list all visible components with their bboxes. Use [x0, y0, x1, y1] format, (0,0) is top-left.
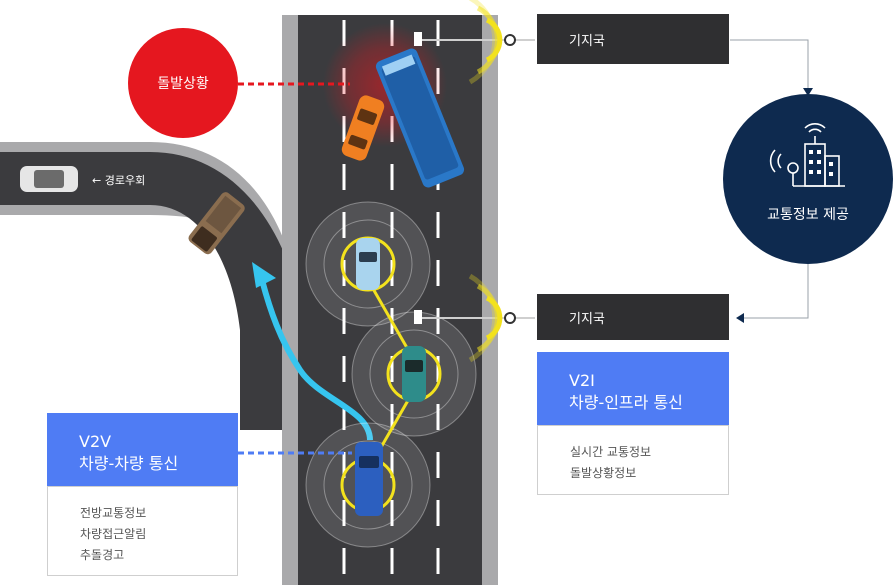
downlink-arrowhead: [736, 313, 744, 323]
base-station-top: 기지국: [537, 14, 729, 64]
v2i-subtitle: 차량-인프라 통신: [569, 393, 683, 412]
building-antenna-icon: [769, 123, 845, 187]
v2v-subtitle: 차량-차량 통신: [79, 454, 179, 473]
v2i-title-box: V2I 차량-인프라 통신: [537, 352, 729, 425]
arrow-left-icon: ←: [92, 174, 102, 187]
bus-icon: [375, 48, 465, 188]
base-station-top-label: 기지국: [569, 33, 605, 49]
detour-label-group: ← 경로우회: [92, 172, 145, 188]
blue-car-icon: [355, 442, 383, 516]
uplink-arrowhead: [803, 88, 813, 96]
v2v-info-list: 전방교통정보 차량접근알림 추돌경고: [47, 486, 238, 576]
downlink-line: [740, 264, 809, 319]
uplink-line: [730, 39, 809, 92]
antenna-top-icon: [414, 0, 535, 85]
traffic-center-label: 교통정보 제공: [767, 207, 849, 223]
traffic-center-circle: 교통정보 제공: [723, 94, 893, 264]
detour-path-arrow: [259, 279, 373, 441]
white-car-icon: [20, 166, 78, 192]
v2i-title: V2I: [569, 371, 595, 390]
teal-car-icon: [402, 346, 426, 402]
incident-circle: 돌발상황: [128, 28, 238, 138]
v2v-title-box: V2V 차량-차량 통신: [47, 413, 238, 486]
v2i-info-list: 실시간 교통정보 돌발상황정보: [537, 425, 729, 495]
base-station-bottom-label: 기지국: [569, 311, 605, 327]
light-blue-car-icon: [356, 238, 380, 290]
orange-car-icon: [341, 95, 385, 161]
v2v-item: 전방교통정보: [80, 506, 147, 520]
v2i-item: 돌발상황정보: [570, 466, 637, 480]
pickup-truck-icon: [188, 192, 245, 255]
incident-label: 돌발상황: [157, 76, 209, 92]
antenna-bottom-icon: [414, 273, 535, 363]
detour-arrowhead: [252, 262, 276, 288]
base-station-bottom: 기지국: [537, 294, 729, 340]
v2v-title: V2V: [79, 432, 112, 451]
v2i-item: 실시간 교통정보: [570, 445, 652, 459]
detour-label: 경로우회: [104, 174, 146, 187]
v2v-item: 차량접근알림: [80, 527, 147, 541]
v2v-item: 추돌경고: [80, 548, 125, 562]
